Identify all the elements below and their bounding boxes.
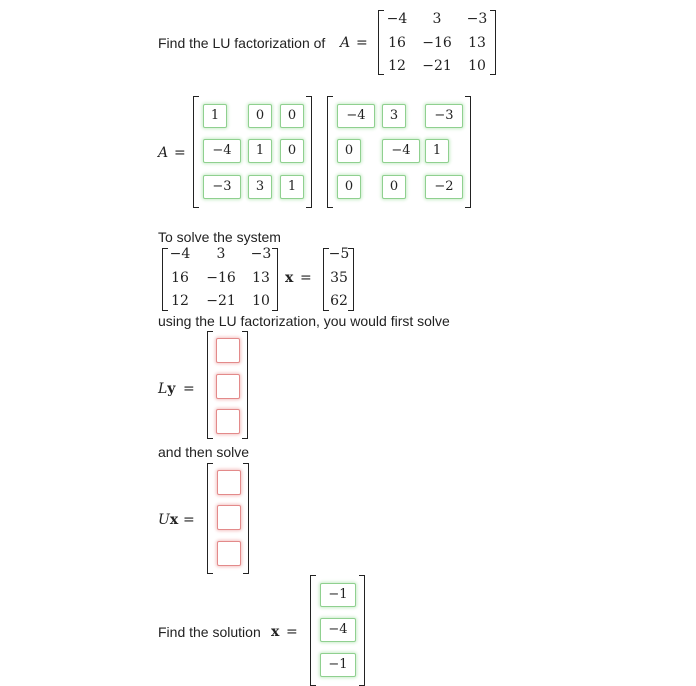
system-intro: To solve the system <box>158 229 281 245</box>
l-entry[interactable]: 3 <box>248 175 272 199</box>
ly-input[interactable] <box>216 409 240 434</box>
vector-cell: 62 <box>330 293 348 309</box>
ux-input[interactable] <box>217 470 241 495</box>
ux-input[interactable] <box>217 541 241 566</box>
factor-equals: = <box>174 145 186 161</box>
matrix-cell: 16 <box>171 270 189 286</box>
l-entry[interactable]: 1 <box>280 175 304 199</box>
vector-cell: 35 <box>330 270 348 286</box>
u-entry[interactable]: −2 <box>425 175 463 199</box>
matrix-cell: 12 <box>171 293 189 309</box>
system-x: x <box>285 270 294 286</box>
ly-label: Ly <box>158 381 175 397</box>
right-bracket <box>490 10 496 75</box>
right-bracket <box>465 96 471 208</box>
matrix-cell: −16 <box>422 35 452 51</box>
l-entry[interactable]: −4 <box>203 139 241 163</box>
ux-label: Ux <box>158 512 178 528</box>
matrix-cell: −16 <box>206 270 236 286</box>
matrix-cell: −21 <box>206 293 236 309</box>
u-entry[interactable]: −3 <box>425 104 463 128</box>
left-bracket <box>310 575 316 686</box>
left-bracket <box>207 463 213 574</box>
matrix-cell: −4 <box>386 11 408 27</box>
left-bracket <box>162 248 168 311</box>
right-bracket <box>348 248 354 311</box>
ux-u: U <box>158 512 170 528</box>
l-entry[interactable]: 0 <box>248 104 272 128</box>
solution-prompt: Find the solution <box>158 624 261 640</box>
right-bracket <box>242 331 248 439</box>
left-bracket <box>207 331 213 439</box>
matrix-cell: 16 <box>388 35 406 51</box>
matrix-cell: 13 <box>252 270 270 286</box>
ly-l: L <box>158 381 168 397</box>
solution-entry[interactable]: −4 <box>320 618 356 642</box>
right-bracket <box>243 463 249 574</box>
system-after-text: using the LU factorization, you would fi… <box>158 313 450 329</box>
u-entry[interactable]: −4 <box>382 139 420 163</box>
right-bracket <box>359 575 365 686</box>
matrix-cell: −21 <box>422 58 452 74</box>
matrix-cell: 10 <box>468 58 486 74</box>
matrix-cell: 3 <box>216 246 226 262</box>
problem-prompt: Find the LU factorization of <box>158 35 326 51</box>
vector-cell: −5 <box>328 246 350 262</box>
left-bracket <box>378 10 384 75</box>
u-entry[interactable]: 3 <box>382 104 406 128</box>
l-entry[interactable]: 1 <box>203 104 227 128</box>
left-bracket <box>323 248 329 311</box>
problem-var-a: A <box>340 35 351 51</box>
solution-equals: = <box>286 624 298 640</box>
l-entry[interactable]: −3 <box>203 175 241 199</box>
problem-equals: = <box>356 35 368 51</box>
factor-lhs-a: A <box>158 145 169 161</box>
matrix-cell: 12 <box>388 58 406 74</box>
right-bracket <box>272 248 278 311</box>
u-entry[interactable]: 0 <box>382 175 406 199</box>
left-bracket <box>193 96 199 208</box>
matrix-cell: 13 <box>468 35 486 51</box>
ly-equals: = <box>183 381 195 397</box>
u-entry[interactable]: 0 <box>337 139 361 163</box>
system-equals: = <box>300 270 312 286</box>
u-entry[interactable]: 1 <box>425 139 449 163</box>
l-entry[interactable]: 0 <box>280 139 304 163</box>
ux-input[interactable] <box>217 505 241 530</box>
ly-input[interactable] <box>216 338 240 363</box>
solution-x: x <box>271 624 280 640</box>
matrix-cell: 3 <box>432 11 442 27</box>
solution-entry[interactable]: −1 <box>320 653 356 677</box>
solution-entry[interactable]: −1 <box>320 583 356 607</box>
matrix-cell: 10 <box>252 293 270 309</box>
matrix-cell: −3 <box>250 246 272 262</box>
right-bracket <box>306 96 312 208</box>
matrix-cell: −3 <box>466 11 488 27</box>
u-entry[interactable]: 0 <box>337 175 361 199</box>
left-bracket <box>327 96 333 208</box>
l-entry[interactable]: 0 <box>280 104 304 128</box>
u-entry[interactable]: −4 <box>337 104 375 128</box>
matrix-cell: −4 <box>169 246 191 262</box>
then-solve-text: and then solve <box>158 444 250 460</box>
ux-x: x <box>169 512 179 528</box>
ly-y: y <box>167 381 176 397</box>
ux-equals: = <box>183 512 195 528</box>
ly-input[interactable] <box>216 374 240 399</box>
l-entry[interactable]: 1 <box>248 139 272 163</box>
